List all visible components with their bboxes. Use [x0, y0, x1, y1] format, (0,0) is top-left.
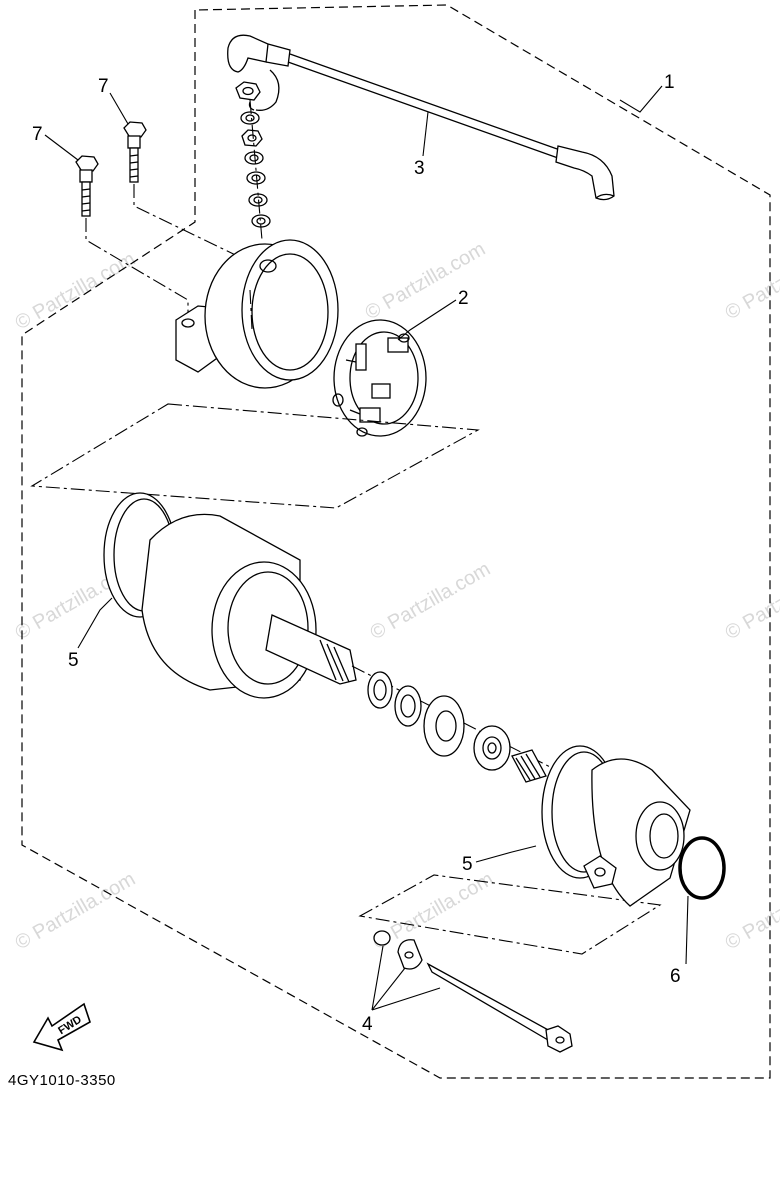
front-o-ring: [678, 836, 726, 900]
shim-washer-set: [367, 671, 511, 771]
watermark: © Partzilla.com: [367, 558, 495, 644]
callout-2: 2: [458, 288, 469, 309]
callout-7-right: 7: [98, 76, 109, 97]
alignment-plane-upper: [30, 403, 480, 509]
fwd-arrow-icon: FWD: [32, 1002, 91, 1052]
leader-lines: [44, 85, 689, 1011]
watermark: © Partzilla.com: [12, 248, 140, 334]
bolt-right: [123, 121, 147, 183]
watermark: © Partzilla.com: [722, 238, 780, 324]
bolt-left: [75, 155, 99, 217]
armature-yoke: [141, 513, 561, 773]
watermark: © Partzilla.com: [12, 868, 140, 954]
callout-5-lower: 5: [462, 854, 473, 875]
callout-4: 4: [362, 1014, 373, 1035]
needle-bearing: [511, 749, 547, 783]
front-cover: [541, 745, 691, 907]
callout-1: 1: [664, 72, 675, 93]
callout-3: 3: [414, 158, 425, 179]
brush-holder-plate: [332, 319, 427, 437]
callout-5-upper: 5: [68, 650, 79, 671]
watermark: © Partzilla.com: [722, 558, 780, 644]
nut-washer-stack: [235, 81, 271, 241]
diagram-code: 4GY1010-3350: [8, 1072, 116, 1089]
callout-7-left: 7: [32, 124, 43, 145]
lead-cable: [227, 34, 615, 201]
through-bolt-set: [373, 930, 573, 1053]
assembly-boundary: [21, 4, 771, 1079]
alignment-plane-lower: [358, 874, 662, 955]
watermark: © Partzilla.com: [362, 238, 490, 324]
watermark: © Partzilla.com: [722, 868, 780, 954]
callout-6: 6: [670, 966, 681, 987]
rear-cover: [175, 239, 339, 389]
